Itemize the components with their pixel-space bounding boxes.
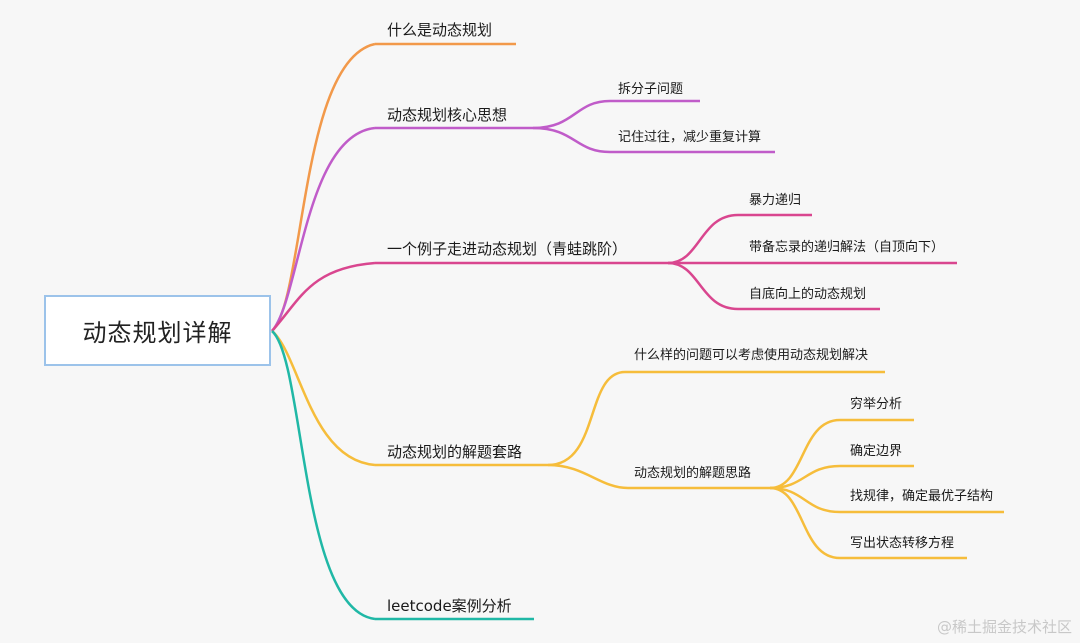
subtopic-remember-past[interactable]: 记住过往，减少重复计算 <box>618 130 762 145</box>
subtopic-brute-force-recursion[interactable]: 暴力递归 <box>749 193 802 208</box>
step-state-transition[interactable]: 写出状态转移方程 <box>850 536 955 551</box>
subtopic-split-subproblems[interactable]: 拆分子问题 <box>618 82 684 97</box>
topic-what-is-dp[interactable]: 什么是动态规划 <box>387 21 493 39</box>
step-find-pattern[interactable]: 找规律，确定最优子结构 <box>850 489 994 504</box>
topic-leetcode-analysis[interactable]: leetcode案例分析 <box>387 597 512 615</box>
branch-2-connector <box>271 99 775 332</box>
subtopic-which-problems[interactable]: 什么样的问题可以考虑使用动态规划解决 <box>634 348 869 363</box>
watermark: @稀土掘金技术社区 <box>936 618 1072 636</box>
subtopic-solving-approach[interactable]: 动态规划的解题思路 <box>634 466 752 481</box>
topic-dp-core-idea[interactable]: 动态规划核心思想 <box>387 106 508 124</box>
branch-3-connector <box>271 213 957 332</box>
subtopic-bottom-up-dp[interactable]: 自底向上的动态规划 <box>749 287 867 302</box>
root-topic[interactable]: 动态规划详解 <box>44 295 271 366</box>
step-determine-boundary[interactable]: 确定边界 <box>850 444 903 459</box>
step-exhaustive-analysis[interactable]: 穷举分析 <box>850 397 903 412</box>
root-topic-label: 动态规划详解 <box>82 319 233 347</box>
branch-4-connector <box>271 330 1004 560</box>
topic-frog-jump-example[interactable]: 一个例子走进动态规划（青蛙跳阶） <box>387 240 628 258</box>
topic-dp-solving-routine[interactable]: 动态规划的解题套路 <box>387 443 523 461</box>
branch-5-connector <box>271 330 534 621</box>
subtopic-memo-recursion[interactable]: 带备忘录的递归解法（自顶向下） <box>749 240 945 255</box>
